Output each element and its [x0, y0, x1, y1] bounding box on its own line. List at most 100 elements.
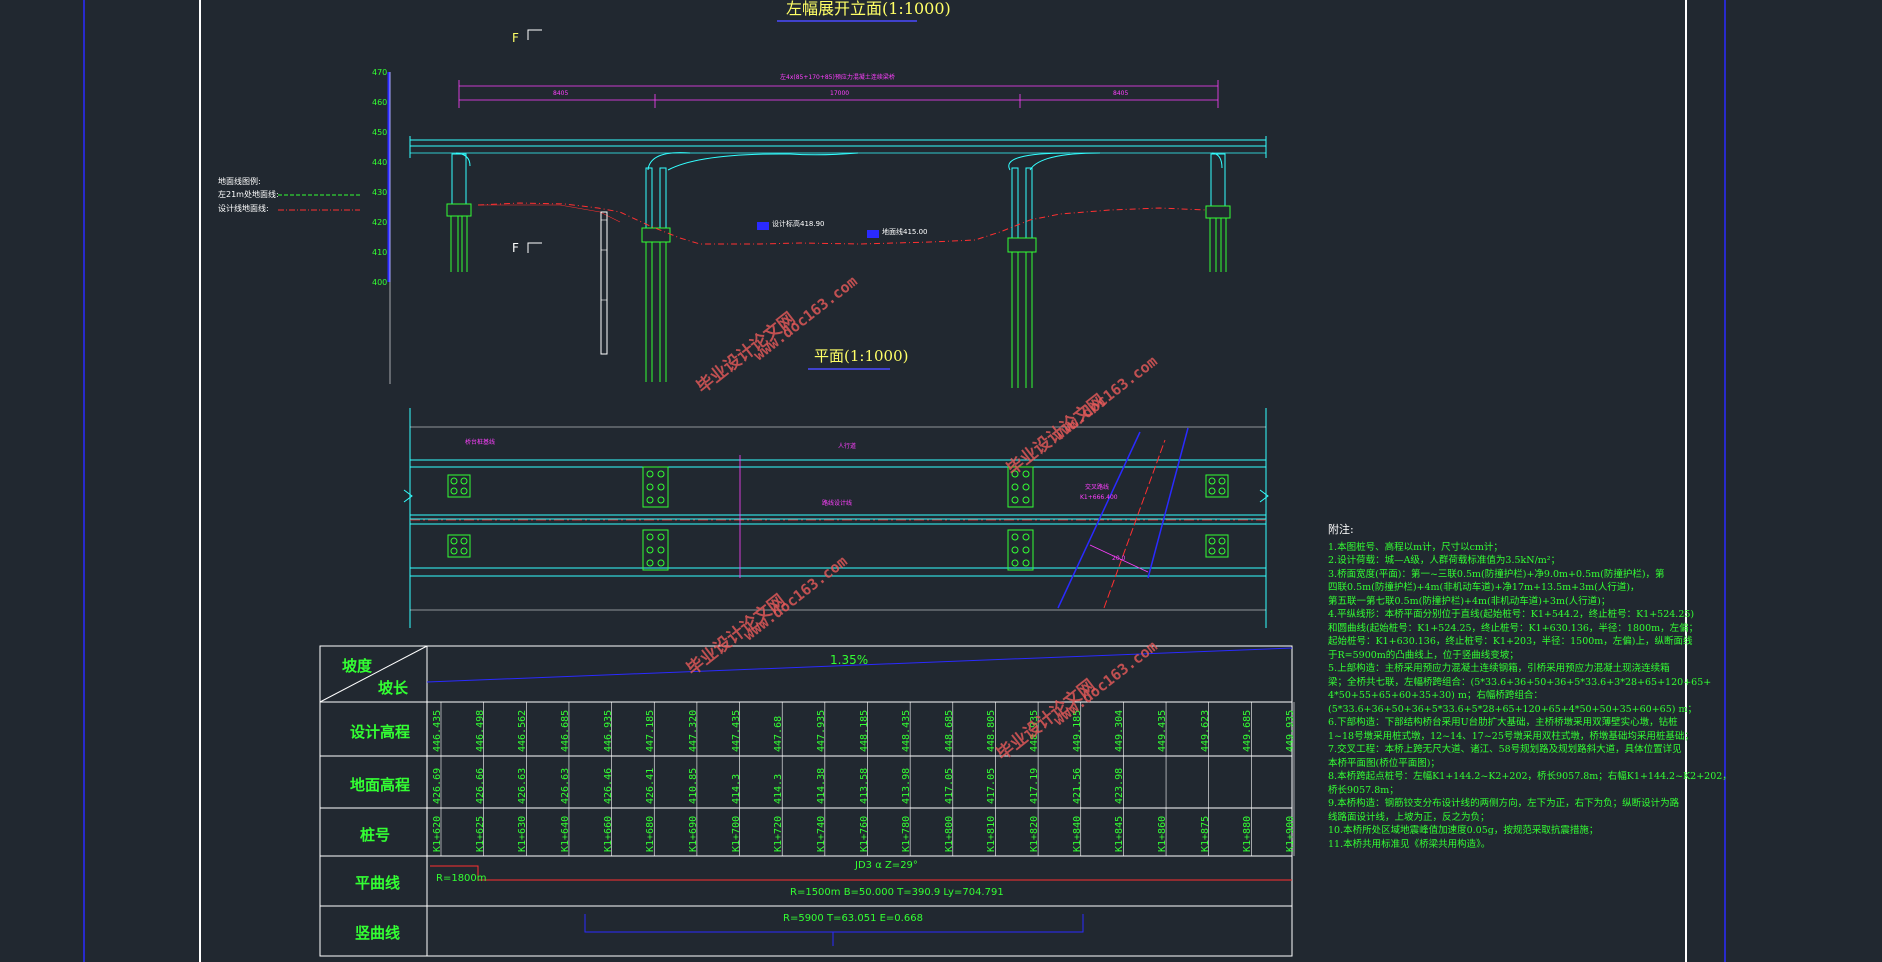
design-elevation-value: 446.935 — [602, 709, 614, 752]
note-item: 4.平纵线形：本桥平面分别位于直线(起始桩号：K1+544.2，终止桩号：K1+… — [1328, 609, 1695, 620]
ground-elevation-value: 413.58 — [858, 767, 870, 804]
row-header-design-elevation: 设计高程 — [350, 723, 411, 741]
note-item: 7.交叉工程：本桥上跨无尺大道、诸江、58号规划路及规划路斜大道，具体位置详见 — [1328, 744, 1682, 755]
plan-label-abutment: 桥台桩基线 — [465, 439, 496, 446]
row-header-horizontal-curve: 平曲线 — [355, 874, 401, 892]
note-item: 桥长9057.8m； — [1328, 784, 1399, 796]
girder-haunch-lines — [455, 152, 1223, 171]
station-value: K1+845 — [1114, 815, 1126, 852]
design-elevation-value: 448.685 — [943, 709, 955, 752]
design-elevation-value: 447.435 — [730, 709, 742, 752]
legend-title: 地面线图例: — [218, 177, 261, 186]
note-item: 第五联一第七联0.5m(防撞护栏)+4m(非机动车道)+3m(人行道)； — [1328, 595, 1611, 607]
break-symbol-right — [1259, 489, 1269, 503]
station-value: K1+810 — [986, 815, 998, 852]
span-label-2: 17000 — [830, 90, 850, 97]
crossing-road-edge — [1147, 427, 1189, 579]
ground-line-left — [478, 204, 621, 223]
ground-elevation-value: 426.63 — [559, 767, 571, 804]
note-item: 1~18号墩采用桩式墩，12~14、17~25号墩采用双柱式墩，桥墩基础均采用桩… — [1328, 730, 1694, 742]
section-mark-label-top: F — [512, 31, 519, 45]
vertical-curve-bracket — [584, 914, 1084, 933]
ground-elevation-value: 426.69 — [432, 767, 443, 804]
slope-value: 1.35% — [830, 653, 869, 667]
note-item: 3.桥面宽度(平面)：第一~三联0.5m(防撞护栏)+净9.0m+0.5m(防撞… — [1328, 568, 1665, 580]
borehole-column — [600, 211, 608, 355]
note-item: 2.设计荷载：城—A级，人群荷载标准值为3.5kN/m²； — [1328, 555, 1561, 566]
span-label-1: 8405 — [553, 90, 569, 97]
pier-group-c — [1007, 167, 1037, 388]
section-mark-mid — [527, 242, 542, 253]
note-item: (5*33.6+36+50+36+5*33.6+5*28+65+120+65+4… — [1328, 703, 1698, 715]
scale-tick-label: 470 — [372, 68, 388, 77]
ground-elevation-value: 423.98 — [1114, 767, 1126, 804]
crossing-road-edge — [1057, 431, 1141, 609]
design-elevation-value: 448.435 — [901, 709, 913, 752]
ground-elevation-value: 426.63 — [517, 767, 529, 804]
curve-params: R=1500m B=50.000 T=390.9 Ly=704.791 — [790, 887, 1004, 898]
note-item: 11.本桥共用标准见《桥梁共用构造》。 — [1328, 838, 1491, 850]
design-elevation-value: 449.623 — [1199, 709, 1211, 752]
design-elev-label: 设计标高418.90 — [772, 220, 825, 228]
note-item: 10.本桥所处区域地震峰值加速度0.05g，按规范采取抗震措施； — [1328, 825, 1599, 836]
ground-elevation-value: 410.85 — [687, 767, 699, 804]
notes-panel: 附注: 1.本图桩号、高程以m计，尺寸以cm计；2.设计荷载：城—A级，人群荷载… — [1328, 523, 1732, 852]
crossing-road-centerline — [1103, 439, 1166, 609]
plan-label-centerline: 路线设计线 — [822, 500, 853, 507]
note-item: 9.本桥构造：钢筋铰支分布设计线的两侧方向，左下为正，右下为负；纵断设计为路 — [1328, 798, 1680, 809]
row-header-station: 桩号 — [360, 826, 391, 844]
station-value: K1+680 — [645, 815, 657, 852]
curve-radius-left: R=1800m — [436, 873, 487, 884]
design-elevation-value: 446.685 — [559, 709, 571, 752]
design-elevation-value: 449.304 — [1114, 709, 1126, 752]
design-elevation-value: 447.185 — [645, 709, 657, 752]
station-grid-lines — [440, 702, 1295, 856]
station-value: K1+630 — [517, 815, 529, 852]
plan-label-crossing: 交叉路线 — [1085, 484, 1110, 491]
profile-table-grid — [319, 645, 1293, 957]
plan-title: 平面(1:1000) — [814, 347, 909, 365]
scale-tick-label: 400 — [372, 278, 388, 287]
design-elevation-value: 449.435 — [1157, 709, 1169, 752]
note-item: 和圆曲线(起始桩号：K1+524.25，终止桩号：K1+630.136，半径：1… — [1328, 622, 1699, 634]
elevation-title: 左幅展开立面(1:1000) — [786, 0, 951, 18]
notes-list: 1.本图桩号、高程以m计，尺寸以cm计；2.设计荷载：城—A级，人群荷载标准值为… — [1328, 541, 1732, 852]
scale-tick-label: 410 — [372, 248, 388, 257]
span-total-label: 左4x(85+170+85)预应力混凝土连续梁桥 — [780, 74, 895, 81]
pier-group-d — [1205, 153, 1231, 272]
horizontal-curve-line — [430, 865, 1292, 881]
ground-elevation-value: 426.46 — [602, 767, 614, 804]
ground-elevation-value: 426.41 — [645, 767, 657, 804]
ground-level-marker — [867, 230, 879, 238]
note-item: 4*50+55+65+60+35+30) m；右幅桥跨组合： — [1328, 690, 1543, 701]
ground-elevation-value: 417.05 — [986, 767, 998, 804]
row-header-ground-elevation: 地面高程 — [350, 776, 411, 794]
ground-elev-label: 地面线415.00 — [882, 228, 928, 236]
station-value: K1+700 — [730, 815, 742, 852]
design-elevation-value: 447.68 — [773, 715, 785, 752]
station-value: K1+875 — [1199, 815, 1211, 852]
note-item: 梁；全桥共七联，左幅桥跨组合：(5*33.6+36+50+36+5*33.6+3… — [1328, 676, 1712, 688]
section-mark-top — [527, 29, 542, 40]
design-elevation-value: 446.435 — [432, 709, 443, 752]
ground-elevation-value: 417.05 — [943, 767, 955, 804]
pier-group-b — [641, 167, 671, 382]
legend-ground-label: 左21m处地面线: — [218, 190, 279, 199]
plan-label-station: K1+666.400 — [1080, 494, 1118, 501]
design-elevation-value: 446.562 — [517, 709, 529, 752]
station-value: K1+760 — [858, 815, 870, 852]
station-value: K1+840 — [1071, 815, 1083, 852]
station-value: K1+640 — [559, 815, 571, 852]
scale-tick-label: 430 — [372, 188, 388, 197]
design-elevation-value: 447.320 — [687, 709, 699, 752]
design-elevation-value: 446.498 — [474, 709, 486, 752]
ground-elevation-value: 421.56 — [1071, 767, 1083, 804]
row-header-slope-length: 坡长 — [378, 679, 409, 697]
station-value: K1+720 — [773, 815, 785, 852]
station-value: K1+660 — [602, 815, 614, 852]
station-value: K1+820 — [1029, 815, 1041, 852]
design-elevation-value: 447.935 — [815, 709, 827, 752]
note-item: 5.上部构造：主桥采用预应力混凝土连续钢箱，引桥采用预应力混凝土现浇连续箱 — [1328, 663, 1670, 674]
notes-title: 附注: — [1328, 523, 1354, 536]
plan-label-sidewalk: 人行道 — [838, 443, 857, 450]
